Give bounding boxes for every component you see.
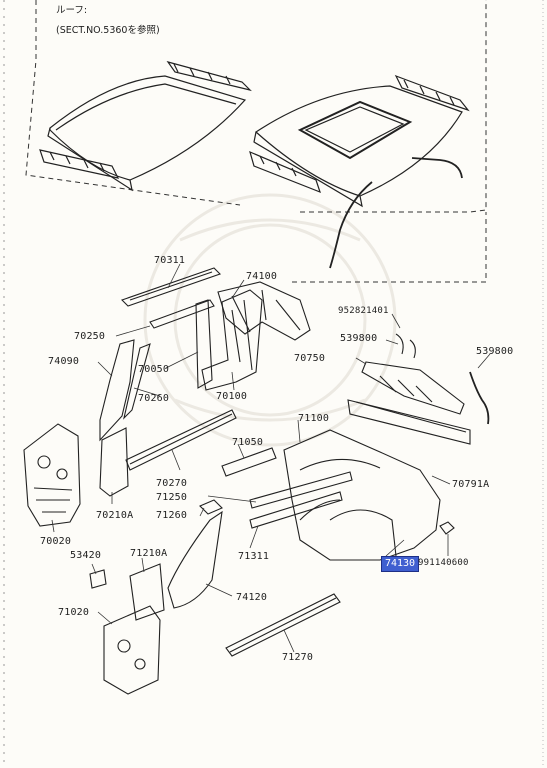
part-label-71210a[interactable]: 71210A xyxy=(130,548,168,559)
part-label-70791a[interactable]: 70791A xyxy=(452,479,490,490)
part-label-71020[interactable]: 71020 xyxy=(58,607,90,618)
part-label-991140600[interactable]: 991140600 xyxy=(418,558,469,568)
part-label-71250[interactable]: 71250 xyxy=(156,492,188,503)
section-reference: (SECT.NO.5360を参照) xyxy=(56,25,160,36)
part-label-71260[interactable]: 71260 xyxy=(156,510,188,521)
part-label-70050[interactable]: 70050 xyxy=(138,364,170,375)
left-margin-dots xyxy=(3,0,544,768)
roof-panel-solid xyxy=(39,60,252,192)
part-label-70020[interactable]: 70020 xyxy=(40,536,72,547)
part-label-70210a[interactable]: 70210A xyxy=(96,510,134,521)
roof-panel-sunroof xyxy=(249,74,470,269)
part-label-70311[interactable]: 70311 xyxy=(154,255,186,266)
part-label-70100[interactable]: 70100 xyxy=(216,391,248,402)
section-title: ルーフ: xyxy=(56,5,88,16)
part-label-71100[interactable]: 71100 xyxy=(298,413,330,424)
part-label-70260[interactable]: 70260 xyxy=(138,393,170,404)
part-label-71270[interactable]: 71270 xyxy=(282,652,314,663)
watermark-emblem xyxy=(143,193,397,447)
part-label-74120[interactable]: 74120 xyxy=(236,592,268,603)
part-label-539800-left[interactable]: 539800 xyxy=(340,333,378,344)
highlighted-part-label: 74130 xyxy=(384,558,416,569)
part-label-952821401[interactable]: 952821401 xyxy=(338,306,389,316)
roof-group-box-bottom xyxy=(292,212,487,283)
roof-group-box xyxy=(25,0,487,213)
leader-lines xyxy=(51,263,491,653)
highlighted-part-74130[interactable]: 74130 xyxy=(381,556,419,572)
part-label-539800-right[interactable]: 539800 xyxy=(476,346,514,357)
part-label-70250[interactable]: 70250 xyxy=(74,331,106,342)
part-label-53420[interactable]: 53420 xyxy=(70,550,102,561)
part-label-74100[interactable]: 74100 xyxy=(246,271,278,282)
part-label-71311[interactable]: 71311 xyxy=(238,551,270,562)
body-side-components xyxy=(23,267,490,695)
part-label-70270[interactable]: 70270 xyxy=(156,478,188,489)
part-label-74090[interactable]: 74090 xyxy=(48,356,80,367)
part-label-70750[interactable]: 70750 xyxy=(294,353,326,364)
part-label-71050[interactable]: 71050 xyxy=(232,437,264,448)
